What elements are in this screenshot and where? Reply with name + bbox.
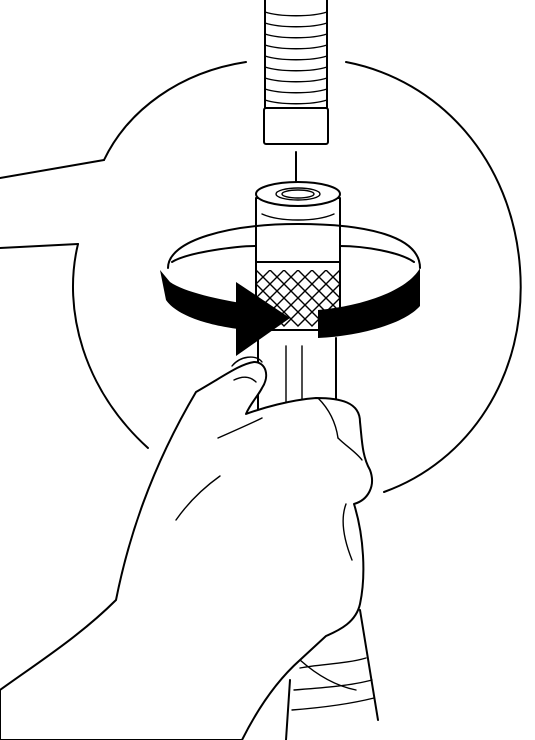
threaded-hose-end-icon — [264, 0, 328, 196]
thread-line — [265, 34, 327, 38]
thread-line — [265, 56, 327, 60]
thread-line — [265, 67, 327, 71]
thread-line — [265, 45, 327, 49]
thread-line — [265, 12, 327, 16]
thread-line — [265, 23, 327, 27]
thread-line — [265, 89, 327, 93]
hand-icon — [0, 357, 372, 740]
thread-line — [265, 78, 327, 82]
thread-line — [265, 100, 327, 104]
